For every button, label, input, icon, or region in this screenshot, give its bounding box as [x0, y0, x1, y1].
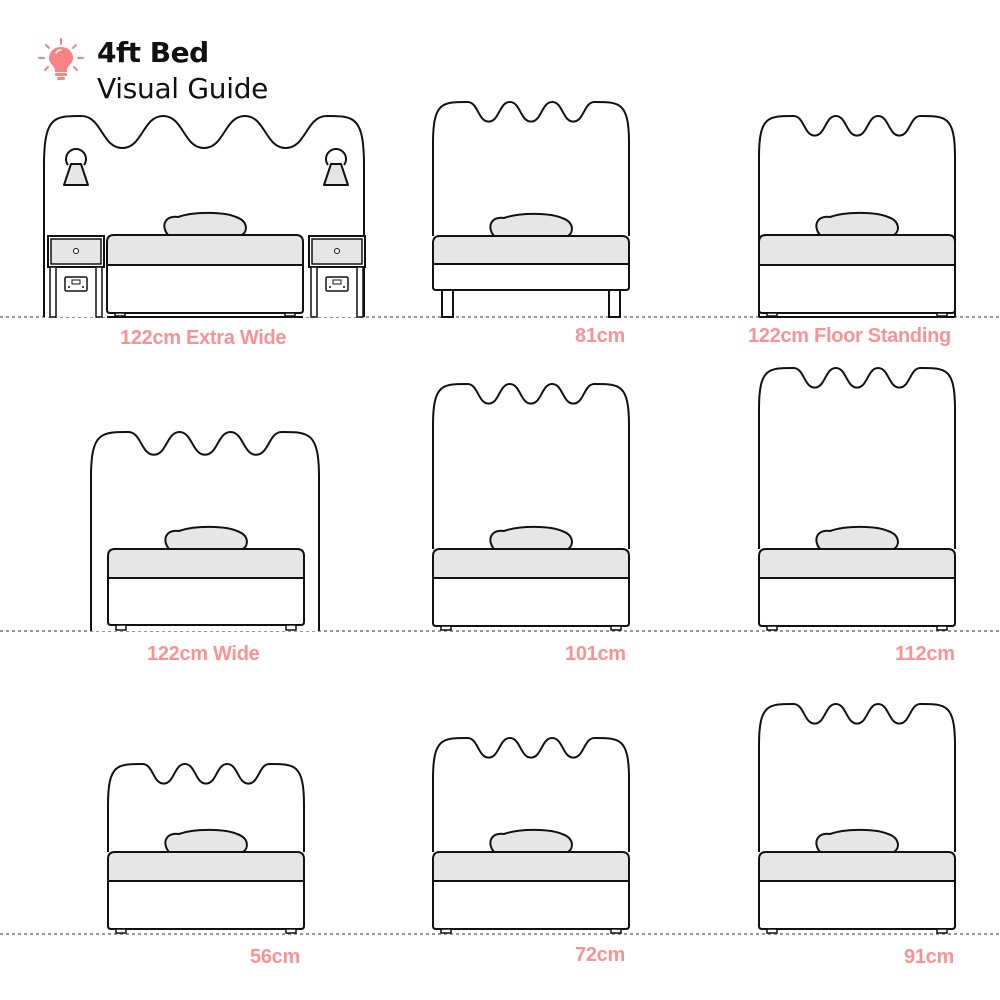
size-label: 81cm: [575, 325, 625, 347]
bed-base: [758, 880, 956, 930]
bed-foot: [115, 624, 127, 631]
nightstand-drawer: [311, 238, 363, 265]
pillow: [815, 525, 899, 550]
wall-lamp-icon: [63, 163, 89, 186]
drawer-knob-icon: [73, 248, 79, 254]
bed-base: [107, 577, 305, 626]
socket-pin: [68, 286, 70, 288]
size-label: 122cm Wide: [147, 643, 260, 665]
headboard: [432, 100, 630, 236]
bed-base: [758, 264, 956, 314]
nightstand-leg: [310, 266, 318, 318]
bed-base: [106, 264, 304, 314]
page-subtitle: Visual Guide: [97, 72, 269, 105]
mattress: [432, 851, 630, 882]
headboard: [432, 736, 630, 852]
drawer-knob-icon: [334, 248, 340, 254]
bed-foot: [610, 928, 622, 934]
mattress: [432, 548, 630, 579]
bed-leg: [608, 289, 621, 318]
pillow: [164, 525, 248, 550]
bed-foot: [440, 928, 452, 934]
bed-base: [432, 880, 630, 930]
bed-foot: [285, 928, 297, 934]
wall-lamp-mount: [65, 148, 87, 166]
bed-base: [432, 263, 630, 291]
wall-lamp-mount: [325, 148, 347, 166]
bed-foot: [115, 928, 127, 934]
bed-base: [758, 577, 956, 627]
bed-foot: [766, 625, 778, 631]
mattress: [432, 235, 630, 265]
socket-pin: [82, 286, 84, 288]
pillow: [489, 525, 573, 550]
lightbulb-icon: [38, 38, 84, 80]
bed-base: [107, 880, 305, 930]
size-label: 91cm: [904, 946, 954, 968]
nightstand-leg: [49, 266, 57, 318]
bed-leg: [441, 289, 454, 318]
bed-foot: [936, 625, 948, 631]
headboard: [758, 366, 956, 549]
wall-lamp-icon: [323, 163, 349, 186]
bed-foot: [285, 624, 297, 631]
size-label: 122cm Floor Standing: [748, 325, 951, 347]
bed-foot: [766, 928, 778, 934]
pillow: [163, 211, 247, 236]
mattress: [758, 234, 956, 266]
nightstand-leg: [95, 266, 103, 318]
bed-foot: [610, 625, 622, 631]
mattress: [107, 548, 305, 579]
page-title: 4ft Bed: [97, 36, 209, 69]
socket-pin: [329, 286, 331, 288]
socket-switch: [71, 279, 81, 285]
mattress: [107, 851, 305, 882]
headboard: [758, 702, 956, 852]
bed-foot: [114, 312, 126, 317]
pillow: [815, 828, 899, 853]
bed-foot: [936, 928, 948, 934]
bed-foot: [440, 625, 452, 631]
pillow: [489, 828, 573, 853]
headboard: [432, 382, 630, 549]
size-label: 72cm: [575, 944, 625, 966]
mattress: [758, 851, 956, 882]
socket-switch: [332, 279, 342, 285]
size-label: 101cm: [565, 643, 626, 665]
bed-foot: [766, 312, 778, 317]
headboard: [107, 762, 305, 852]
size-label: 122cm Extra Wide: [120, 327, 287, 349]
mattress: [758, 548, 956, 579]
bed-base: [432, 577, 630, 627]
bed-foot: [936, 312, 948, 317]
size-label: 112cm: [895, 643, 955, 665]
size-label: 56cm: [250, 946, 300, 968]
nightstand-leg: [356, 266, 364, 318]
pillow: [815, 211, 899, 236]
socket-pin: [343, 286, 345, 288]
bed-foot: [284, 312, 296, 317]
pillow: [164, 828, 248, 853]
mattress: [106, 234, 304, 266]
pillow: [489, 212, 573, 237]
